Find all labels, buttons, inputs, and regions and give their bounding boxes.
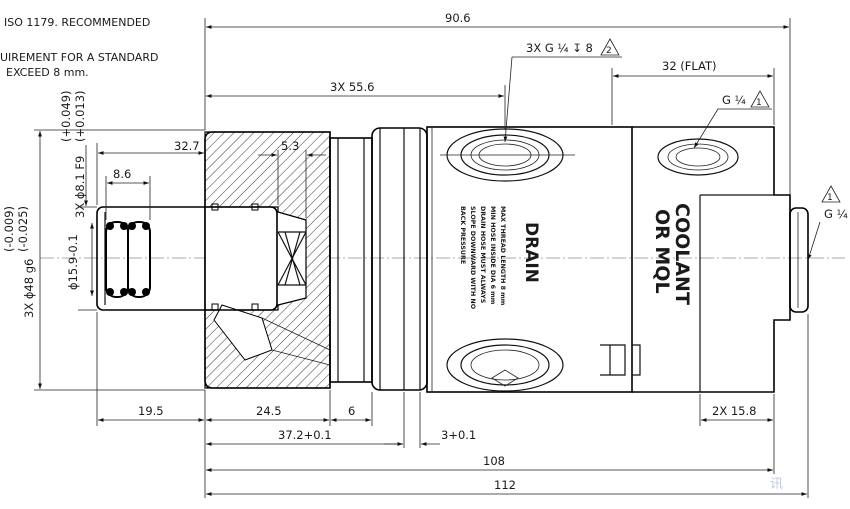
dim-coolant-port: G ¼: [722, 93, 746, 107]
dim-right-port: G ¼: [824, 207, 848, 221]
drain-note-3: DRAIN HOSE MUST ALWAYS: [479, 206, 486, 304]
bottom-dimensions: 19.5 24.5 6 2X 15.8 37.2+0.1 3+0.1 108 1…: [96, 312, 809, 498]
drain-notes-group: MAX THREAD LENGTH 8 mm MIN HOSE INSIDE D…: [459, 206, 506, 310]
dim-outer-tol-upper: (-0.009): [2, 206, 16, 252]
dim-108: 108: [483, 454, 505, 468]
collar: [329, 137, 373, 383]
note-line-1: ISO 1179. RECOMMENDED: [4, 16, 150, 29]
watermark: 讯: [770, 477, 783, 492]
drain-block: [426, 126, 633, 393]
drain-note-4: SLOPE DOWNWARD WITH NO: [469, 206, 476, 310]
body-outline: [96, 126, 809, 393]
dim-24-5: 24.5: [256, 404, 282, 418]
drain-note-5: BACK PRESSURE: [459, 206, 466, 264]
note-line-2: UIREMENT FOR A STANDARD: [0, 51, 158, 64]
dim-port-thread-flag: 2: [606, 46, 612, 56]
dim-32-7: 32.7: [174, 139, 200, 153]
dim-bore-dia: 3X ϕ8.1 F9: [73, 156, 87, 218]
dim-6: 6: [348, 404, 355, 418]
drain-note-1: MAX THREAD LENGTH 8 mm: [499, 206, 506, 306]
dim-bore-tol-lower: (+0.013): [73, 90, 87, 142]
dim-15-8: 2X 15.8: [712, 404, 756, 418]
dim-right-port-flag: 1: [827, 193, 833, 203]
dim-outer-dia: 3X ϕ48 g6: [22, 259, 36, 318]
note-line-3: EXCEED 8 mm.: [6, 66, 89, 79]
dim-19-5: 19.5: [138, 404, 164, 418]
right-port-callout: 1 G ¼: [807, 185, 848, 261]
dim-90-6: 90.6: [445, 11, 471, 25]
dim-37-2: 37.2+0.1: [278, 428, 332, 442]
coolant-label-line2: OR MQL: [651, 209, 673, 294]
coolant-label-group: COOLANT OR MQL: [651, 203, 693, 305]
top-port: [440, 128, 575, 182]
dim-coolant-port-flag: 1: [756, 98, 762, 108]
spigot: [789, 207, 809, 313]
dim-flat: 32 (FLAT): [662, 59, 717, 73]
coolant-label-line1: COOLANT: [671, 203, 693, 305]
dim-112: 112: [494, 478, 516, 492]
dim-5-3: 5.3: [281, 139, 299, 153]
dim-bore-tol-upper: (+0.049): [59, 90, 73, 142]
dim-shaft-dia: ϕ15.9-0.1: [66, 234, 80, 290]
coolant-port: [657, 138, 739, 176]
top-dimensions: 90.6 3X 55.6 3X G ¼ ↧ 8 2 32 (FLAT) G ¼ …: [96, 11, 791, 220]
dim-8-6: 8.6: [113, 167, 131, 181]
drain-note-2: MIN HOSE INSIDE DIA 6 mm: [489, 206, 496, 305]
drain-label: DRAIN: [521, 222, 541, 283]
dim-outer-tol-lower: (-0.025): [16, 206, 30, 252]
bottom-port: [446, 338, 564, 392]
dim-3: 3+0.1: [441, 428, 476, 442]
shaft: [96, 206, 278, 311]
notes-block: ISO 1179. RECOMMENDED UIREMENT FOR A STA…: [0, 16, 158, 79]
dim-55-6: 3X 55.6: [330, 80, 374, 94]
drain-label-group: DRAIN: [521, 222, 541, 283]
left-dimensions: 3X ϕ48 g6 (-0.009) (-0.025) 3X ϕ8.1 F9 (…: [2, 90, 205, 391]
o-rings: [105, 221, 151, 298]
dim-port-thread: 3X G ¼ ↧ 8: [526, 41, 593, 55]
